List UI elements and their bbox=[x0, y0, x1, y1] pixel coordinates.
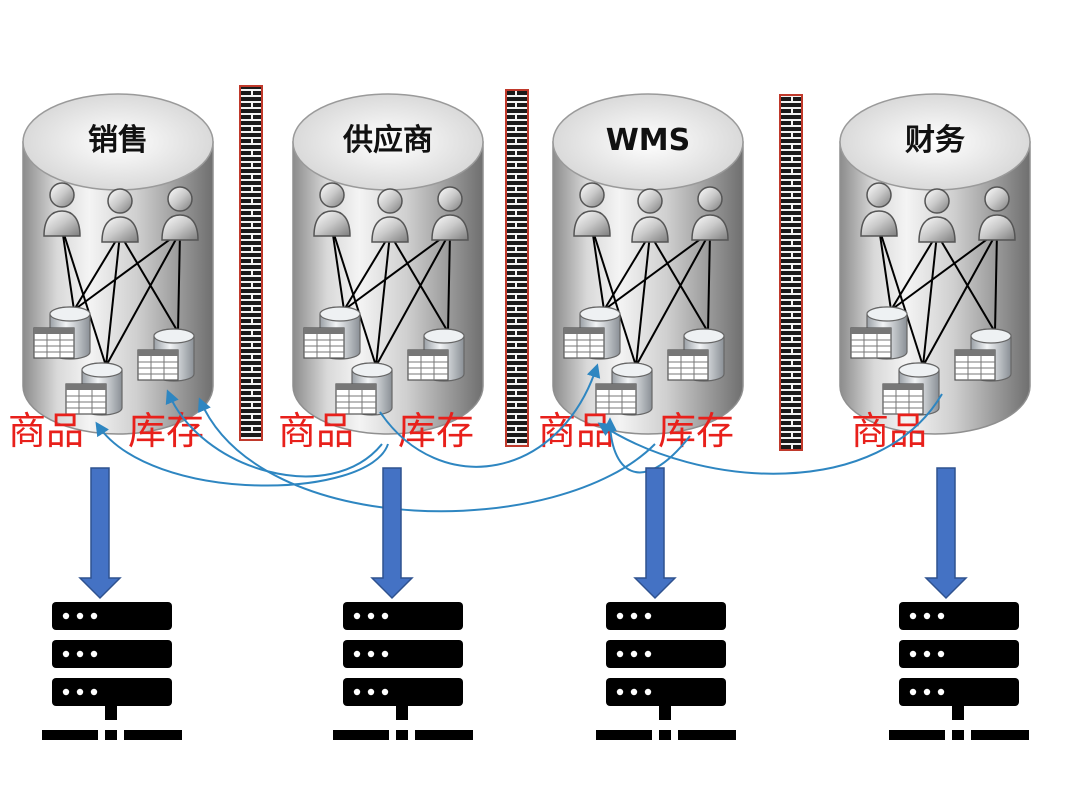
system-title: 财务 bbox=[905, 123, 965, 158]
connection-line bbox=[177, 231, 181, 333]
system-cylinder: 销售商品库存 bbox=[8, 93, 214, 453]
data-flow-arrow bbox=[597, 393, 943, 475]
connection-line bbox=[890, 233, 938, 311]
connection-line bbox=[119, 233, 179, 333]
connection-line bbox=[591, 227, 605, 311]
data-flow-arrow bbox=[379, 363, 601, 468]
product-label: 商品 bbox=[538, 409, 614, 453]
connection-line bbox=[105, 233, 121, 367]
connection-line bbox=[635, 233, 651, 367]
connection-line bbox=[591, 227, 637, 367]
connection-line bbox=[603, 231, 711, 311]
connection-line bbox=[707, 231, 711, 333]
data-flow-arrow bbox=[198, 397, 656, 513]
down-arrow-icon bbox=[633, 467, 677, 600]
firewall-icon bbox=[779, 94, 803, 451]
connection-line bbox=[105, 231, 181, 367]
server-rack-icon bbox=[333, 602, 473, 740]
connection-line bbox=[922, 233, 938, 367]
connection-line bbox=[375, 233, 391, 367]
connection-line bbox=[447, 231, 451, 333]
connection-line bbox=[389, 233, 449, 333]
connection-line bbox=[375, 231, 451, 367]
down-arrow-icon bbox=[924, 467, 968, 600]
connection-line bbox=[603, 233, 651, 311]
data-flow-arrow bbox=[603, 417, 691, 474]
connection-line bbox=[890, 231, 998, 311]
connection-line bbox=[343, 233, 391, 311]
system-title: 销售 bbox=[88, 123, 148, 158]
connection-line bbox=[922, 231, 998, 367]
system-title: WMS bbox=[606, 123, 691, 158]
system-cylinder: WMS 商品库存 bbox=[538, 93, 744, 453]
down-arrow-icon bbox=[370, 467, 414, 600]
server-rack-icon bbox=[42, 602, 182, 740]
product-label: 商品 bbox=[278, 409, 354, 453]
connection-line bbox=[936, 233, 996, 333]
connection-line bbox=[343, 231, 451, 311]
connection-line bbox=[61, 227, 75, 311]
firewall-icon bbox=[505, 89, 529, 447]
connection-line bbox=[73, 233, 121, 311]
connection-line bbox=[994, 231, 998, 333]
connection-line bbox=[878, 227, 924, 367]
product-label: 商品 bbox=[8, 409, 84, 453]
connection-line bbox=[61, 227, 107, 367]
system-cylinder: 供应商商品库存 bbox=[278, 93, 484, 453]
connection-line bbox=[649, 233, 709, 333]
server-rack-icon bbox=[596, 602, 736, 740]
inventory-label: 库存 bbox=[658, 409, 734, 453]
down-arrow-icon bbox=[78, 467, 122, 600]
connection-line bbox=[878, 227, 892, 311]
connection-line bbox=[73, 231, 181, 311]
connection-line bbox=[331, 227, 377, 367]
data-flow-arrow bbox=[95, 421, 389, 487]
firewall-icon bbox=[239, 85, 263, 441]
server-rack-icon bbox=[889, 602, 1029, 740]
system-title: 供应商 bbox=[342, 123, 433, 158]
connection-line bbox=[331, 227, 345, 311]
inventory-label: 库存 bbox=[128, 409, 204, 453]
connection-line bbox=[635, 231, 711, 367]
inventory-label: 库存 bbox=[398, 409, 474, 453]
